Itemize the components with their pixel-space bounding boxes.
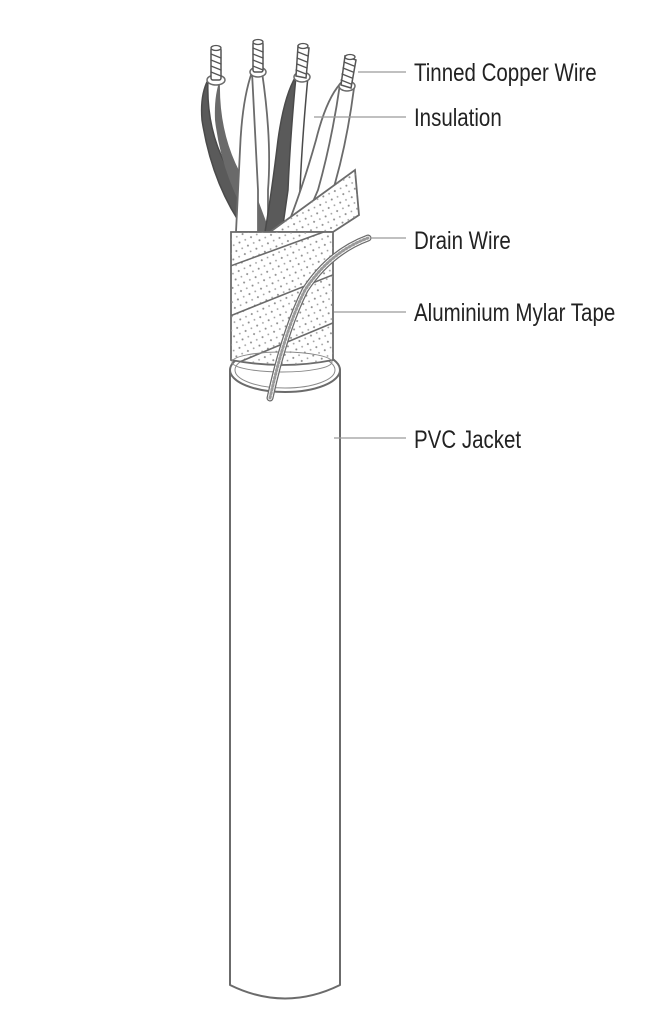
label-drain-wire: Drain Wire bbox=[414, 226, 511, 254]
label-pvc-jacket: PVC Jacket bbox=[414, 425, 522, 453]
label-tinned-copper-wire: Tinned Copper Wire bbox=[414, 58, 597, 86]
copper-strand-1 bbox=[210, 44, 222, 81]
copper-strand-2 bbox=[252, 38, 264, 73]
pvc-jacket bbox=[229, 347, 341, 1000]
copper-strand-3 bbox=[295, 42, 310, 79]
leader-lines bbox=[314, 71, 406, 439]
label-aluminium-mylar-tape: Aluminium Mylar Tape bbox=[414, 298, 615, 326]
drain-wire bbox=[266, 234, 372, 402]
aluminium-mylar-tape bbox=[230, 168, 360, 373]
insulated-conductors bbox=[200, 66, 356, 233]
copper-strand-4 bbox=[340, 53, 357, 89]
label-insulation: Insulation bbox=[414, 103, 502, 131]
component-labels: Tinned Copper Wire Insulation Drain Wire… bbox=[414, 58, 615, 453]
tinned-copper-conductors bbox=[210, 38, 357, 89]
